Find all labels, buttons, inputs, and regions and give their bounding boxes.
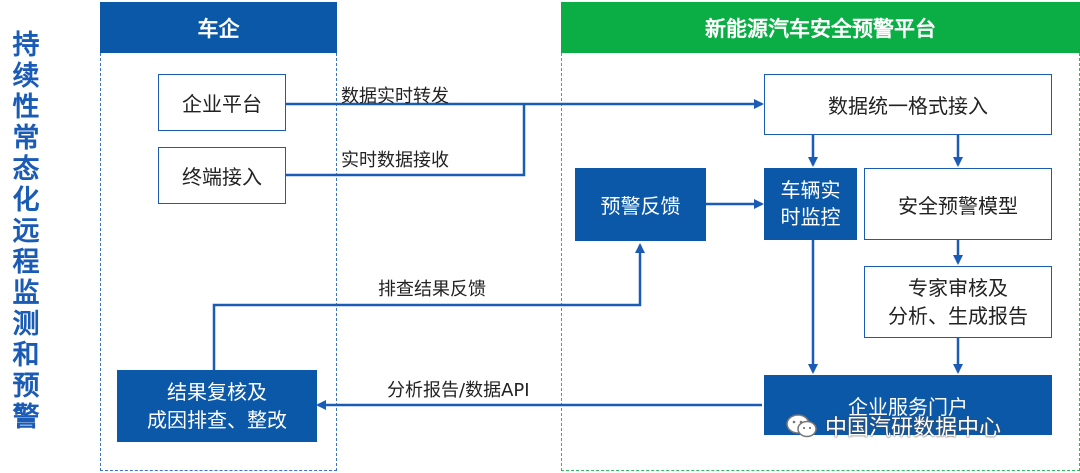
section-header-platform: 新能源汽车安全预警平台	[561, 2, 1080, 53]
section-car-company	[100, 53, 337, 471]
warning-feedback-box: 预警反馈	[575, 168, 706, 241]
wechat-icon	[786, 414, 817, 438]
expert-review-box: 专家审核及 分析、生成报告	[864, 266, 1052, 338]
label-report-api: 分析报告/数据API	[387, 380, 530, 401]
watermark: 中国汽研数据中心	[785, 410, 1001, 442]
watermark-text: 中国汽研数据中心	[825, 416, 1002, 441]
label-forward: 数据实时转发	[341, 86, 449, 107]
enterprise-platform-box: 企业平台	[158, 74, 286, 131]
line-receive	[286, 104, 526, 177]
result-review-box: 结果复核及 成因排查、整改	[117, 370, 317, 442]
realtime-monitor-box: 车辆实 时监控	[764, 168, 857, 240]
side-title: 持续性常态化远程监测和预警	[12, 30, 40, 433]
section-header-car-company: 车企	[100, 2, 337, 53]
label-feedback: 排查结果反馈	[378, 279, 486, 300]
terminal-access-box: 终端接入	[158, 147, 286, 204]
safety-model-box: 安全预警模型	[864, 168, 1052, 240]
label-receive: 实时数据接收	[341, 150, 449, 171]
unified-access-box: 数据统一格式接入	[764, 74, 1052, 135]
arrow-result-feedback	[212, 243, 645, 370]
